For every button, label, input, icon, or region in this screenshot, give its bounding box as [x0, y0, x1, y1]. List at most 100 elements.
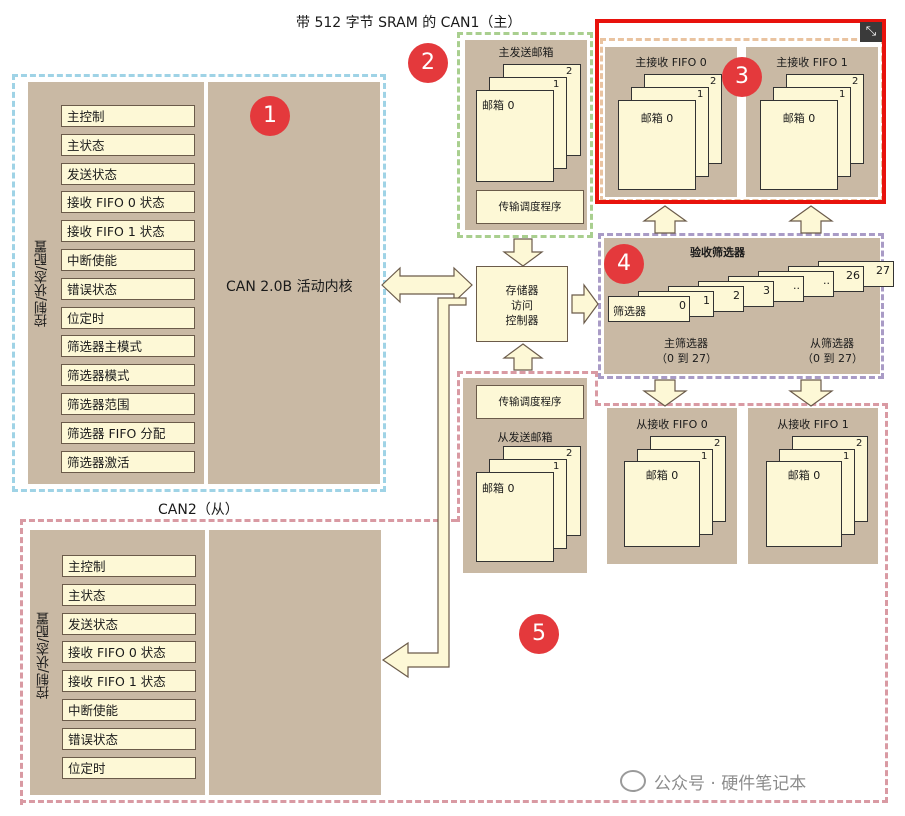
can1-core-panel [208, 82, 380, 484]
filter-card-label: 筛选器 [613, 305, 646, 318]
badge-4: 4 [604, 244, 644, 284]
slave-tx-num-1: 1 [553, 461, 560, 472]
filter-sfifo1-arrow [788, 379, 834, 407]
core-mem-arrow [381, 266, 473, 304]
can1-register-2: 发送状态 [61, 162, 195, 185]
memory-ctrl-line-2: 访问 [511, 299, 533, 312]
slave-rx-fifo0-mailbox-0 [624, 461, 700, 547]
can2-register-0: 主控制 [62, 555, 196, 577]
filter-fifo1-arrow [788, 205, 834, 234]
core-label: CAN 2.0B 活动内核 [226, 279, 353, 295]
filter-card-number: 27 [876, 264, 890, 277]
can2-register-5: 中断使能 [62, 699, 196, 721]
can1-register-6: 错误状态 [61, 277, 195, 300]
collapse-icon[interactable]: ⤡ [860, 22, 882, 42]
slave-tx-num-2: 2 [566, 448, 573, 459]
badge-1: 1 [250, 96, 290, 136]
master-tx-group [457, 32, 593, 238]
master-rx-fifo1-num-2: 2 [852, 76, 859, 87]
master-tx-num-2: 2 [566, 66, 573, 77]
highlight-box [595, 19, 886, 204]
slave-rx-fifo0-title: 从接收 FIFO 0 [636, 418, 708, 431]
watermark: 公众号 · 硬件笔记本 [620, 769, 882, 795]
filter-card-number: 3 [763, 284, 770, 297]
filter-card-number: .. [793, 279, 800, 292]
master-rx-fifo0-title: 主接收 FIFO 0 [635, 56, 707, 69]
slave-rx-fifo0-num-2: 2 [714, 438, 721, 449]
can2-group-frame [20, 519, 457, 805]
badge-2: 2 [408, 43, 448, 83]
can1-register-1: 主状态 [61, 133, 195, 156]
can1-register-12: 筛选器激活 [61, 450, 195, 473]
can2-group-bottom [20, 800, 888, 803]
can1-register-8: 筛选器主模式 [61, 335, 195, 358]
master-rx-fifo1-mailbox-0 [760, 100, 838, 190]
master-filter-range: （0 到 27） [656, 352, 717, 365]
master-rx-fifo0-num-2: 2 [710, 76, 717, 87]
can1-register-11: 筛选器 FIFO 分配 [61, 421, 195, 444]
slave-rx-fifo1-num-1: 1 [843, 451, 850, 462]
can1-register-7: 位定时 [61, 306, 195, 329]
can1-register-4: 接收 FIFO 1 状态 [61, 220, 195, 243]
can1-register-9: 筛选器模式 [61, 364, 195, 387]
slave-rx-fifo0-mailbox-label: 邮箱 0 [645, 469, 679, 482]
can2-title: CAN2（从） [158, 502, 239, 518]
master-rx-fifo0-mailbox-label: 邮箱 0 [640, 112, 674, 125]
master-tx-scheduler: 传输调度程序 [476, 190, 584, 224]
memory-access-controller: 存储器 访问 控制器 [476, 266, 568, 342]
filter-group [598, 233, 884, 379]
filter-card-number: 2 [733, 289, 740, 302]
slave-filter-name: 从筛选器 [810, 337, 854, 350]
master-rx-fifo1-title: 主接收 FIFO 1 [776, 56, 848, 69]
can2-group-step [595, 371, 598, 406]
slave-tx-mailbox-0 [476, 472, 554, 562]
slave-rx-fifo0-num-1: 1 [701, 451, 708, 462]
filter-card-0: 0 筛选器 [608, 296, 690, 322]
master-filter-name: 主筛选器 [664, 337, 708, 350]
filter-sfifo0-arrow [642, 379, 688, 407]
watermark-text: 公众号 · 硬件笔记本 [654, 774, 807, 794]
wechat-icon [620, 770, 646, 792]
master-tx-num-1: 1 [553, 79, 560, 90]
can1-register-0: 主控制 [61, 105, 195, 127]
slave-tx-mailbox-label: 邮箱 0 [482, 482, 515, 495]
master-rx-fifo0-num-1: 1 [697, 89, 704, 100]
filter-card-number: 0 [679, 299, 686, 312]
master-tx-mailbox-0 [476, 90, 554, 182]
memory-ctrl-line-3: 控制器 [505, 314, 539, 327]
can2-group-left-up [457, 371, 460, 522]
can2-register-2: 发送状态 [62, 612, 196, 635]
slavetx-mem-arrow [502, 343, 544, 371]
master-filter-label: 主筛选器 （0 到 27） [656, 336, 717, 366]
can2-group-top-short [457, 371, 597, 374]
mem-filter-arrow [571, 283, 599, 325]
can2-register-1: 主状态 [62, 583, 196, 606]
filter-fifo0-arrow [642, 205, 688, 234]
can2-bus-arrow [381, 297, 467, 679]
badge-5: 5 [519, 614, 559, 654]
slave-filter-label: 从筛选器（0 到 27） [802, 336, 863, 366]
slave-rx-fifo1-mailbox-0 [766, 461, 842, 547]
can2-group-right [885, 403, 888, 803]
can1-register-10: 筛选器范围 [61, 393, 195, 415]
mastertx-mem-arrow [502, 238, 544, 267]
can1-register-5: 中断使能 [61, 249, 195, 271]
master-rx-fifo1-mailbox-label: 邮箱 0 [782, 112, 816, 125]
can2-register-3: 接收 FIFO 0 状态 [62, 641, 196, 664]
filter-card-number: .. [823, 274, 830, 287]
can2-register-7: 位定时 [62, 756, 196, 779]
master-tx-title: 主发送邮箱 [498, 46, 554, 59]
can1-register-3: 接收 FIFO 0 状态 [61, 191, 195, 214]
master-rx-fifo0-mailbox-0 [618, 100, 696, 190]
filter-title: 验收筛选器 [690, 246, 745, 259]
filter-card-number: 26 [846, 269, 860, 282]
badge-3: 3 [722, 57, 762, 97]
can2-core-panel [209, 530, 381, 795]
can2-register-6: 错误状态 [62, 727, 196, 750]
master-tx-mailbox-label: 邮箱 0 [482, 99, 515, 112]
slave-rx-fifo1-num-2: 2 [856, 438, 863, 449]
master-rx-fifo1-num-1: 1 [839, 89, 846, 100]
slave-tx-title: 从发送邮箱 [497, 431, 553, 444]
filter-card-number: 1 [703, 294, 710, 307]
